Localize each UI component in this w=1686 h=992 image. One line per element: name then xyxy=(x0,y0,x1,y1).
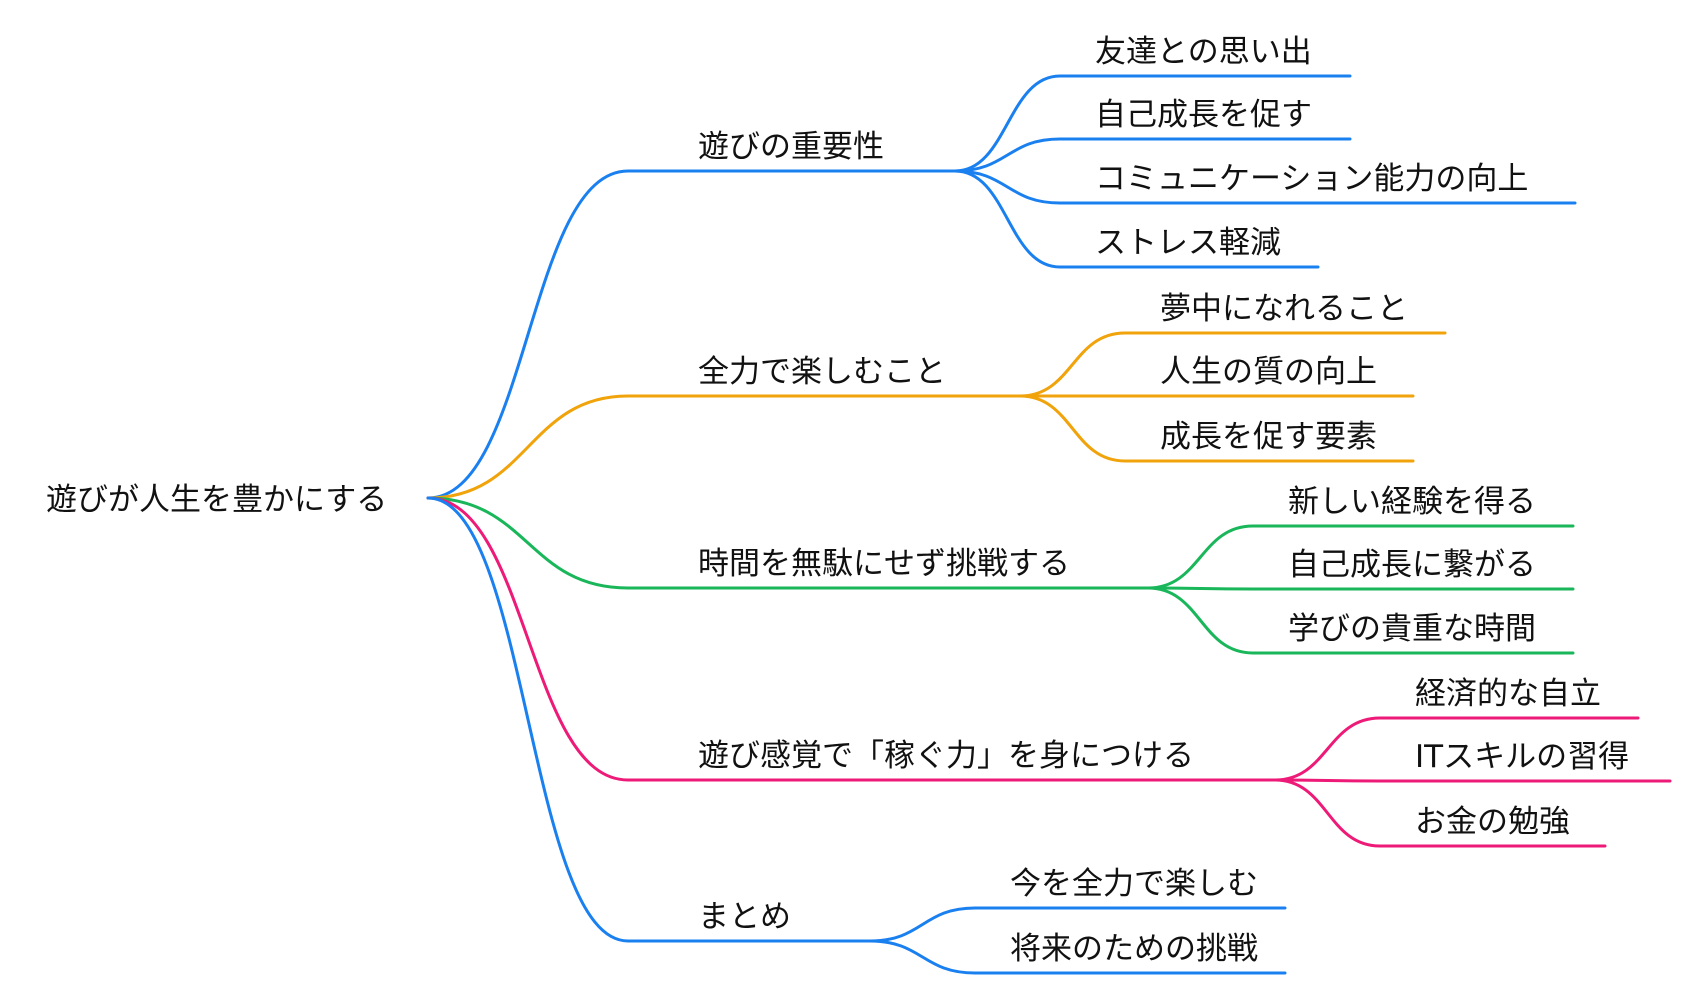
child-edge-4-0 xyxy=(868,906,1287,943)
branch-label-2: 時間を無駄にせず挑戦する xyxy=(698,546,1070,582)
child-edge-3-2 xyxy=(1273,778,1607,848)
child-edge-4-1 xyxy=(868,939,1287,975)
leaf-label-2-0: 新しい経験を得る xyxy=(1288,484,1536,520)
child-edge-1-0 xyxy=(1018,331,1447,398)
leaf-label-1-2: 成長を促す要素 xyxy=(1160,419,1377,455)
child-edge-0-0 xyxy=(953,74,1352,173)
child-edge-3-1 xyxy=(1273,778,1672,783)
leaf-label-1-1: 人生の質の向上 xyxy=(1160,354,1377,390)
leaf-label-0-0: 友達との思い出 xyxy=(1095,34,1312,70)
branch-edge-1 xyxy=(426,394,1022,500)
child-edge-1-2 xyxy=(1018,394,1415,463)
child-edge-2-1 xyxy=(1146,586,1575,591)
child-edge-0-1 xyxy=(953,137,1352,173)
child-edge-2-2 xyxy=(1146,586,1575,655)
branch-edge-2 xyxy=(426,496,1150,590)
mindmap-edges xyxy=(426,74,1672,975)
branch-label-4: まとめ xyxy=(698,899,791,935)
branch-label-1: 全力で楽しむこと xyxy=(698,354,946,390)
leaf-label-4-1: 将来のための挑戦 xyxy=(1010,931,1258,967)
root-node-label: 遊びが人生を豊かにする xyxy=(46,482,387,518)
leaf-label-2-1: 自己成長に繋がる xyxy=(1288,547,1536,583)
leaf-label-3-1: ITスキルの習得 xyxy=(1415,739,1629,775)
leaf-label-0-2: コミュニケーション能力の向上 xyxy=(1095,161,1528,197)
leaf-label-1-0: 夢中になれること xyxy=(1160,291,1408,327)
mindmap-nodes: 遊びが人生を豊かにする 遊びの重要性 友達との思い出自己成長を促すコミュニケーショ… xyxy=(46,34,1629,967)
leaf-label-3-2: お金の勉強 xyxy=(1415,804,1570,840)
branch-edge-3 xyxy=(426,496,1277,782)
branch-edge-0 xyxy=(426,169,957,500)
branch-label-3: 遊び感覚で「稼ぐ力」を身につける xyxy=(698,738,1194,774)
child-edge-3-0 xyxy=(1273,716,1640,782)
leaf-label-4-0: 今を全力で楽しむ xyxy=(1010,866,1258,902)
leaf-label-0-3: ストレス軽減 xyxy=(1095,225,1281,261)
child-edge-0-2 xyxy=(953,169,1577,205)
child-edge-0-3 xyxy=(953,169,1320,269)
branch-edge-4 xyxy=(426,496,872,943)
branch-label-0: 遊びの重要性 xyxy=(698,129,884,165)
child-edge-2-0 xyxy=(1146,524,1575,590)
leaf-label-2-2: 学びの貴重な時間 xyxy=(1288,611,1536,647)
leaf-label-0-1: 自己成長を促す xyxy=(1095,97,1312,133)
leaf-label-3-0: 経済的な自立 xyxy=(1415,676,1601,712)
